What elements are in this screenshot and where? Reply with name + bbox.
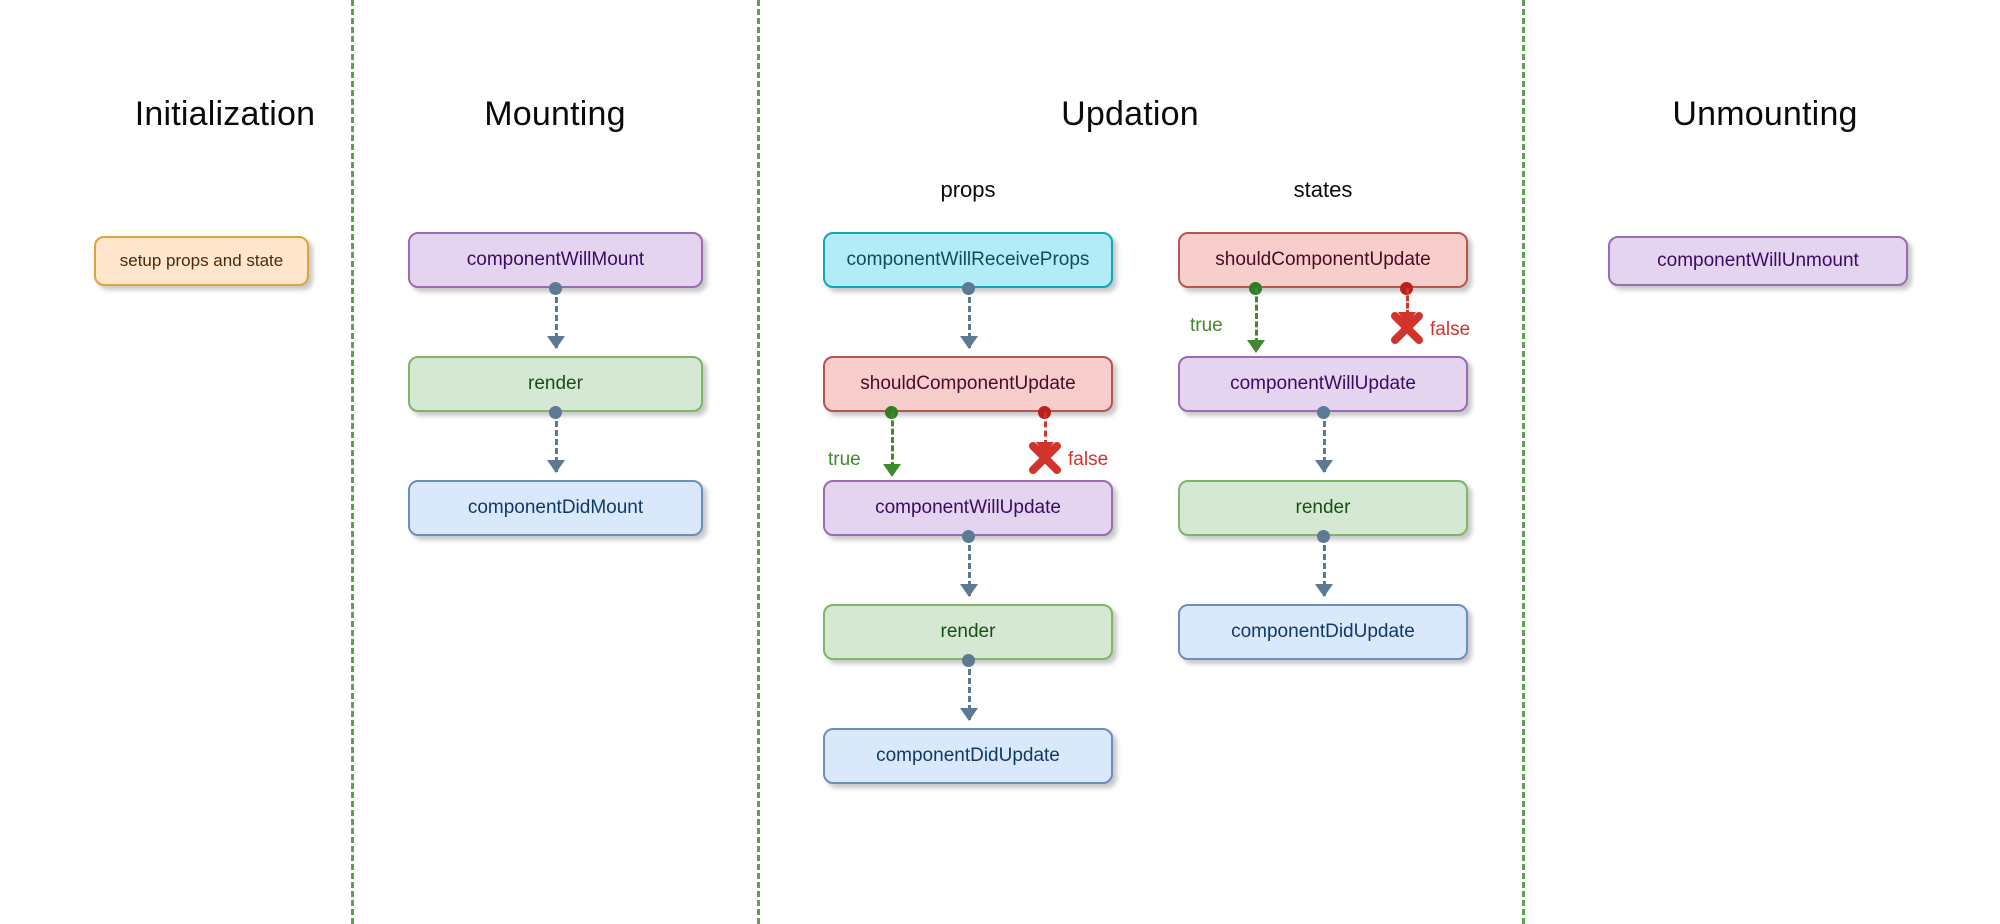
arrow-head-icon: [883, 464, 901, 477]
connector-line: [555, 288, 558, 348]
branch-label-true: true: [828, 449, 861, 470]
node-props-component-did-update[interactable]: componentDidUpdate: [823, 728, 1113, 784]
arrow-head-icon: [1315, 460, 1333, 473]
divider-initialization-mounting: [351, 0, 354, 924]
branch-label-true: true: [1190, 315, 1223, 336]
node-mounting-render[interactable]: render: [408, 356, 703, 412]
branch-line-false: [1406, 288, 1409, 316]
phase-heading-unmounting: Unmounting: [1672, 95, 1858, 133]
node-states-component-did-update[interactable]: componentDidUpdate: [1178, 604, 1468, 660]
phase-heading-mounting: Mounting: [484, 95, 626, 133]
phase-heading-initialization: Initialization: [134, 95, 316, 133]
connector-line: [968, 660, 971, 720]
connector-line: [1323, 412, 1326, 472]
connector-line: [1323, 536, 1326, 596]
phase-heading-updation: Updation: [1061, 95, 1199, 133]
branch-label-false: false: [1068, 449, 1109, 470]
branch-line-true: [891, 412, 894, 468]
node-states-component-will-update[interactable]: componentWillUpdate: [1178, 356, 1468, 412]
node-mounting-component-will-mount[interactable]: componentWillMount: [408, 232, 703, 288]
node-mounting-component-did-mount[interactable]: componentDidMount: [408, 480, 703, 536]
subheading-states: states: [1293, 177, 1353, 202]
arrow-head-icon: [960, 584, 978, 597]
node-props-component-will-update[interactable]: componentWillUpdate: [823, 480, 1113, 536]
subheading-props: props: [940, 177, 996, 202]
node-states-render[interactable]: render: [1178, 480, 1468, 536]
node-props-render[interactable]: render: [823, 604, 1113, 660]
node-component-will-unmount[interactable]: componentWillUnmount: [1608, 236, 1908, 286]
arrow-head-icon: [960, 708, 978, 721]
node-props-should-component-update[interactable]: shouldComponentUpdate: [823, 356, 1113, 412]
blocked-x-icon: [1029, 442, 1061, 474]
node-props-component-will-receive-props[interactable]: componentWillReceiveProps: [823, 232, 1113, 288]
divider-mounting-updation: [757, 0, 760, 924]
branch-label-false: false: [1430, 319, 1471, 340]
arrow-head-icon: [1315, 584, 1333, 597]
divider-updation-unmounting: [1522, 0, 1525, 924]
connector-line: [968, 288, 971, 348]
node-setup-props-and-state[interactable]: setup props and state: [94, 236, 309, 286]
arrow-head-icon: [547, 460, 565, 473]
arrow-head-icon: [547, 336, 565, 349]
branch-line-false: [1044, 412, 1047, 446]
connector-line: [555, 412, 558, 472]
blocked-x-icon: [1391, 312, 1423, 344]
branch-line-true: [1255, 288, 1258, 344]
connector-line: [968, 536, 971, 596]
arrow-head-icon: [960, 336, 978, 349]
node-states-should-component-update[interactable]: shouldComponentUpdate: [1178, 232, 1468, 288]
arrow-head-icon: [1247, 340, 1265, 353]
